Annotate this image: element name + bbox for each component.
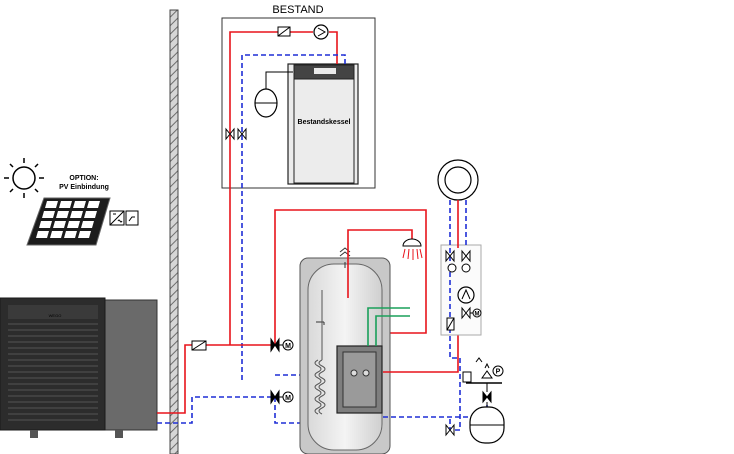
- heatpump-return-pipe: [157, 396, 275, 424]
- station-check-valve-icon: [446, 317, 455, 331]
- heat-pump: WEGO: [0, 297, 158, 438]
- solar-coil-pipe-2: [375, 315, 410, 346]
- heatpump-supply-pipe: [157, 344, 275, 414]
- existing-boiler: Bestandskessel: [287, 63, 359, 185]
- station-pump-icon: [457, 286, 475, 304]
- station-thermometer-icon: [447, 263, 471, 273]
- building-wall: [169, 9, 179, 454]
- bestand-check-valve-icon: [277, 26, 291, 37]
- solar-coil-pipe: [367, 307, 410, 346]
- safety-valve-icon: [462, 357, 483, 383]
- station-return-pipe: [449, 200, 461, 431]
- safety-group: P: [462, 357, 504, 407]
- air-vent-icon: [481, 362, 493, 379]
- vessel-line: [265, 71, 293, 82]
- pressure-gauge-icon: P: [492, 365, 504, 377]
- storage-tank: [299, 247, 391, 454]
- tank-hot-outlet: [347, 229, 413, 298]
- pv-label: PV Einbindung: [59, 184, 109, 191]
- inverter-icon: [109, 210, 139, 226]
- shower-icon: [402, 238, 423, 260]
- motor-label-lower: M: [285, 395, 291, 402]
- expansion-vessel-icon-main: [469, 406, 505, 444]
- option-label: OPTION:: [69, 175, 98, 182]
- expansion-vessel-icon: [254, 82, 278, 118]
- bestand-supply-pipe-boiler: [329, 31, 338, 64]
- pressure-label: P: [496, 369, 501, 376]
- boiler-label: Bestandskessel: [298, 119, 351, 126]
- motor-valve-icon-lower: M: [270, 389, 294, 405]
- return-valve-icon: [445, 424, 455, 436]
- supply-check-valve-icon: [191, 340, 207, 351]
- pv-panel-icon: [26, 197, 111, 246]
- radiator-icon: [437, 159, 479, 201]
- motor-label-upper: M: [285, 343, 291, 350]
- bestand-frame: [221, 17, 376, 189]
- bestand-return-pipe: [241, 54, 346, 380]
- thermometer-icon: [316, 321, 325, 325]
- station-motor-label: M: [475, 312, 480, 318]
- motor-valve-icon-upper: M: [270, 337, 294, 353]
- bestand-title: BESTAND: [272, 4, 323, 16]
- return-from-tank: [274, 397, 305, 424]
- station-mixer-icon: M: [461, 306, 482, 320]
- sun-icon: [4, 158, 44, 198]
- bestand-pump-icon: [313, 24, 329, 40]
- heatpump-brand: WEGO: [49, 313, 62, 318]
- supply-to-tank: [274, 209, 427, 345]
